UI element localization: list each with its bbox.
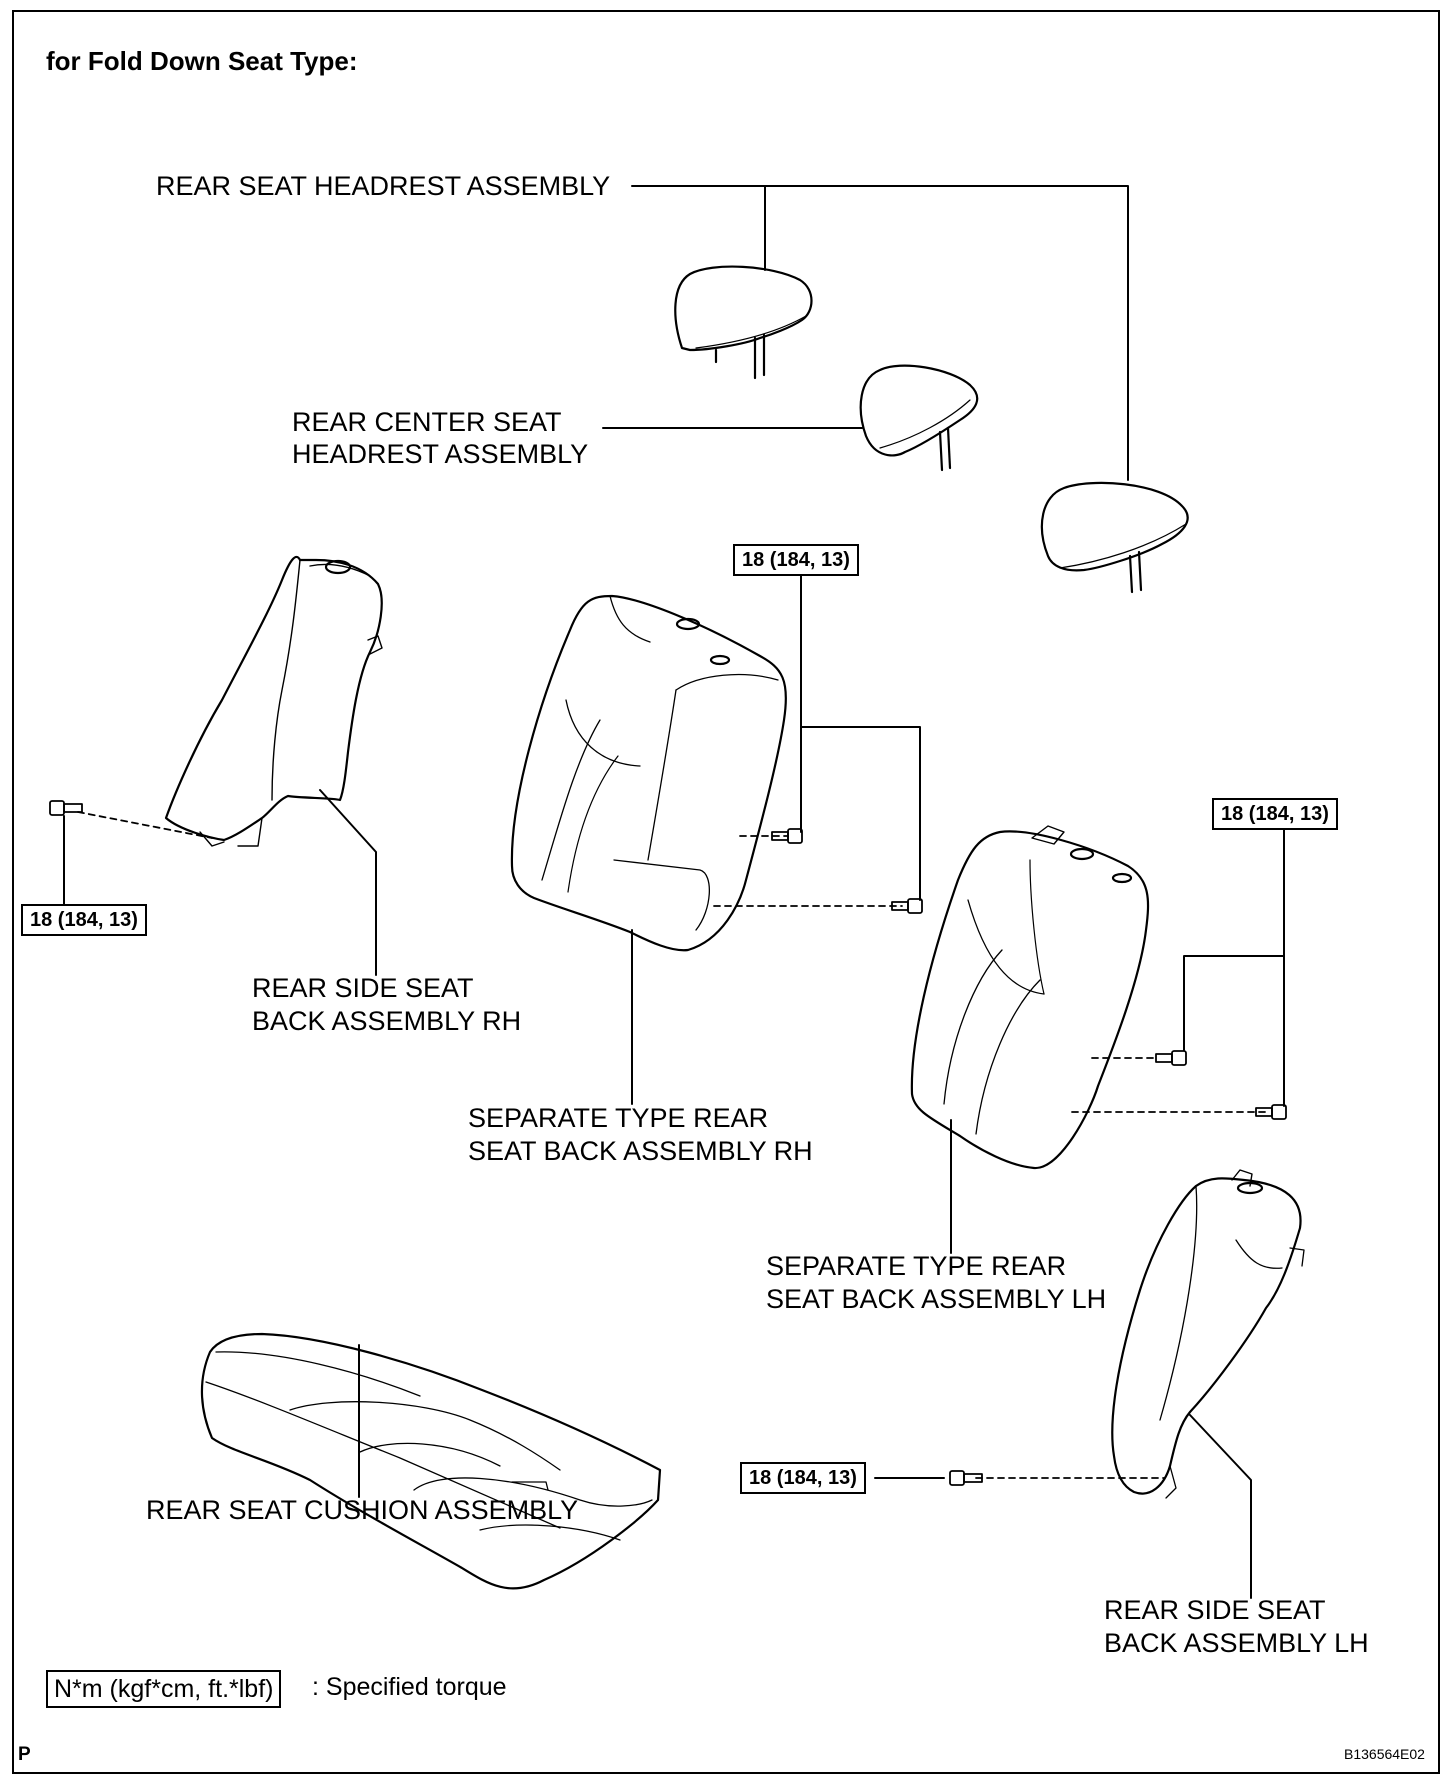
separate-rh-seat-back-shape (510, 594, 788, 952)
separate-lh-seat-back-shape (910, 825, 1150, 1170)
leader-lines (63, 185, 1285, 1599)
figure-code: B136564E02 (1344, 1746, 1425, 1762)
legend-unit-box: N*m (kgf*cm, ft.*lbf) (46, 1670, 282, 1708)
diagram-title: for Fold Down Seat Type: (46, 46, 358, 76)
label-rear-side-lh-line1: REAR SIDE SEAT (1104, 1595, 1326, 1625)
legend-specified-torque: : Specified torque (312, 1673, 507, 1701)
label-separate-lh-line2: SEAT BACK ASSEMBLY LH (766, 1284, 1107, 1314)
torque-spec-lh-side: 18 (184, 13) (740, 1462, 866, 1494)
label-rear-center-headrest-line2: HEADREST ASSEMBLY (292, 439, 589, 469)
label-rear-side-lh-line2: BACK ASSEMBLY LH (1104, 1628, 1369, 1658)
label-separate-rh-line2: SEAT BACK ASSEMBLY RH (468, 1136, 813, 1166)
torque-spec-separate-rh: 18 (184, 13) (733, 544, 859, 576)
label-rear-seat-cushion: REAR SEAT CUSHION ASSEMBLY (146, 1495, 579, 1525)
label-separate-lh-line1: SEPARATE TYPE REAR (766, 1251, 1067, 1281)
torque-spec-rh-side: 18 (184, 13) (21, 904, 147, 936)
label-rear-seat-headrest: REAR SEAT HEADREST ASSEMBLY (156, 171, 611, 201)
rh-side-seat-back-shape (164, 555, 383, 847)
headrest-rh-shape (674, 265, 813, 380)
label-rear-side-rh-line1: REAR SIDE SEAT (252, 973, 474, 1003)
page-marker: P (18, 1744, 31, 1765)
dashed-bolt-lines (77, 811, 1267, 1479)
headrest-center-shape (859, 364, 979, 472)
lh-side-seat-back-shape (1111, 1169, 1305, 1499)
headrest-lh-shape (1040, 481, 1189, 594)
diagram-frame (12, 10, 1440, 1774)
label-separate-rh-line1: SEPARATE TYPE REAR (468, 1103, 769, 1133)
label-rear-center-headrest-line1: REAR CENTER SEAT (292, 407, 562, 437)
label-rear-side-rh-line2: BACK ASSEMBLY RH (252, 1006, 522, 1036)
torque-spec-separate-lh: 18 (184, 13) (1212, 798, 1338, 830)
bolt-icons (49, 800, 1287, 1486)
rear-seat-cushion-shape (200, 1332, 662, 1590)
